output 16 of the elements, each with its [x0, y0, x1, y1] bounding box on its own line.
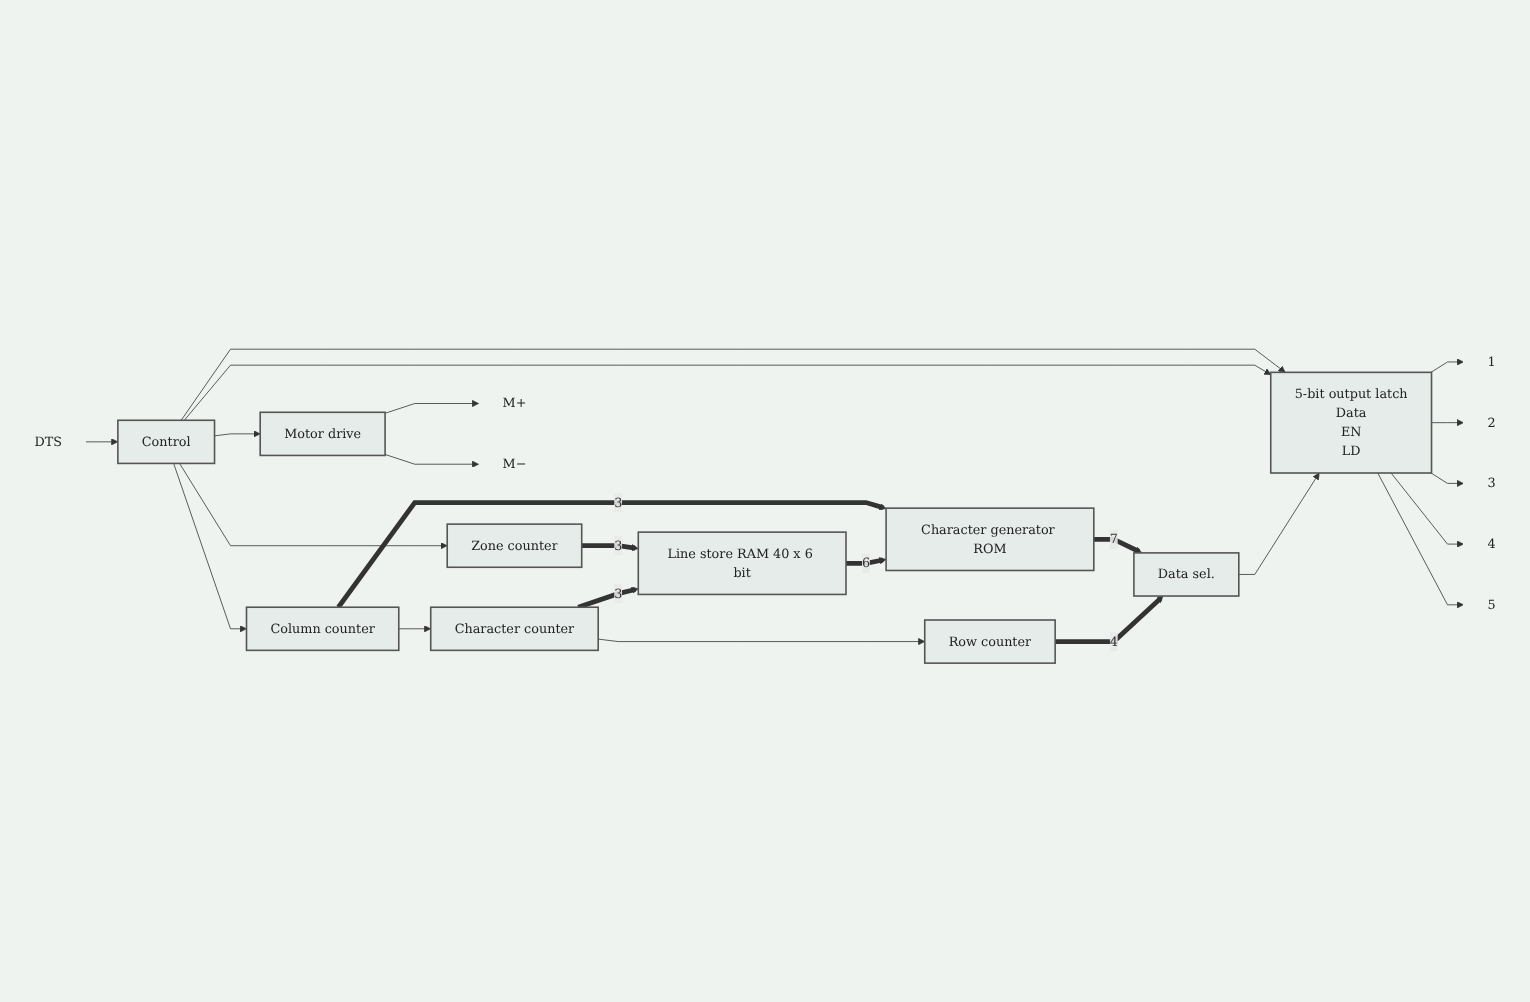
- node-box: [117, 418, 216, 464]
- node-box: [245, 605, 400, 651]
- node-box: [259, 410, 386, 456]
- arrow: [1093, 536, 1143, 553]
- node-box: [637, 530, 847, 595]
- node-box: [1133, 551, 1240, 597]
- node-box: [1269, 370, 1433, 474]
- arrow: [1055, 594, 1164, 644]
- arrow: [581, 542, 639, 551]
- node-box: [446, 522, 583, 568]
- arrow: [577, 586, 639, 609]
- arrow: [336, 499, 887, 608]
- node-box: [885, 506, 1095, 571]
- arrow: [846, 556, 887, 565]
- node-box: [923, 618, 1056, 664]
- node-box: [429, 605, 599, 651]
